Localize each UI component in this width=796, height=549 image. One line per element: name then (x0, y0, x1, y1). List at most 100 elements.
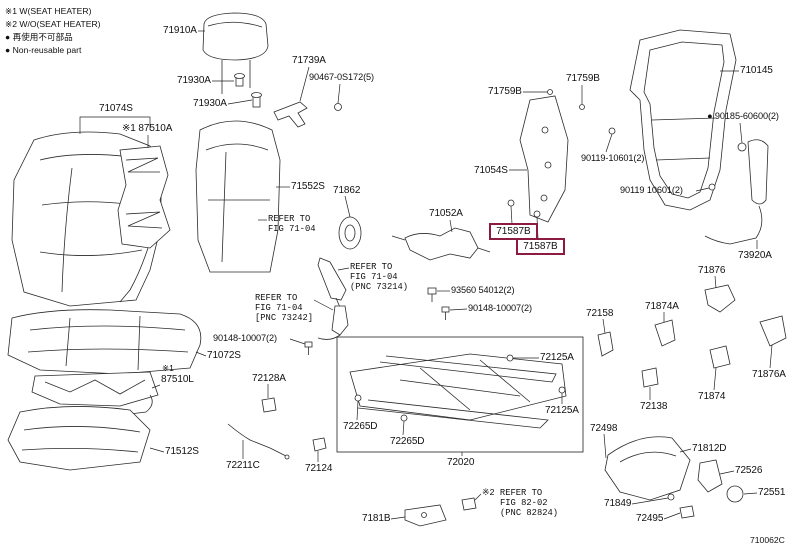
nonreusable-bullet-2: ● (5, 45, 11, 55)
leader-71862 (344, 195, 351, 218)
part-label-93560[interactable]: 93560 54012(2) (451, 285, 515, 295)
seat-back-heater-element (125, 157, 163, 229)
part-label-72211c[interactable]: 72211C (226, 460, 260, 471)
seat-cushion-heater-element (44, 379, 146, 395)
part-label-71052a[interactable]: 71052A (429, 208, 463, 219)
refer-note-pnc-82824-line-2: FIG 82-02 (500, 498, 548, 508)
part-label-72020[interactable]: 72020 (447, 457, 475, 468)
leader-72551 (743, 492, 758, 495)
leader-71587b-1 (510, 205, 513, 225)
part-label-72125a-1[interactable]: 72125A (540, 352, 574, 363)
nonreusable-bullet: ● (5, 32, 11, 42)
part-label-87510l[interactable]: 87510L (161, 374, 194, 385)
refer-note-pnc-82824-line-3: (PNC 82824) (500, 508, 559, 518)
part-label-73920a[interactable]: 73920A (738, 250, 772, 261)
part-label-71587b-2-highlighted[interactable]: 71587B (516, 238, 565, 255)
seat-back-pad-groove-top (205, 143, 269, 151)
part-label-90185[interactable]: ● 90185-60600(2) (707, 111, 779, 121)
part-label-71512s[interactable]: 71512S (165, 446, 199, 457)
bolt-71759b-2 (579, 104, 585, 110)
refer-note-pnc-73214: REFER TO FIG 71-04 (PNC 73214) (350, 262, 408, 292)
leader-71930a-2 (227, 99, 253, 105)
seat-cushion-pad (7, 406, 151, 471)
part-71876a-body (759, 315, 787, 347)
buckle-harness (317, 305, 349, 340)
part-label-71910a[interactable]: 71910A (163, 25, 197, 36)
part-label-71074s[interactable]: 71074S (99, 103, 133, 114)
seat-cushion-pad-groove-1 (23, 426, 141, 433)
bolt-90119-2 (708, 183, 716, 191)
seat-back-heater-body (117, 145, 171, 249)
leader-72498 (603, 433, 607, 459)
seat-track-frame (349, 353, 567, 421)
part-label-72495[interactable]: 72495 (636, 513, 664, 524)
part-label-90148-left[interactable]: 90148-10007(2) (213, 333, 277, 343)
seat-cushion-pad-groove-2 (21, 448, 139, 453)
part-label-72128a[interactable]: 72128A (252, 373, 286, 384)
leader-lines (79, 30, 773, 520)
part-label-90119-1[interactable]: 90119-10601(2) (581, 153, 645, 163)
part-label-71739a[interactable]: 71739A (292, 55, 326, 66)
legend-nonreusable-en: ● Non-reusable part (5, 45, 81, 55)
part-label-90148-right[interactable]: 90148-10007(2) (468, 303, 532, 313)
bolt-90119-2-head (708, 183, 716, 191)
part-label-72124[interactable]: 72124 (305, 463, 333, 474)
knob-72551-body (726, 485, 744, 503)
seat-back-cover-seam-low (39, 249, 143, 256)
seat-cushion-heater-wire (129, 394, 153, 415)
legend-nonreusable-jp: ● 再使用不可部品 (5, 32, 73, 42)
part-label-90119-2[interactable]: 90119 10601(2) (620, 185, 683, 195)
part-label-71587b-1-highlighted[interactable]: 71587B (489, 223, 538, 240)
part-72265d-2-body (400, 414, 408, 422)
part-label-72551[interactable]: 72551 (758, 487, 786, 498)
part-label-71552s[interactable]: 71552S (291, 181, 325, 192)
part-71874a (654, 319, 676, 347)
part-72265d-1-body (354, 394, 362, 402)
part-label-72158[interactable]: 72158 (586, 308, 614, 319)
belt-guide-73920a (704, 139, 769, 245)
part-label-71072s[interactable]: 71072S (207, 350, 241, 361)
seat-back-pad (195, 120, 281, 273)
bolt-71759b-1-head (547, 89, 553, 95)
part-label-72265d-2[interactable]: 72265D (390, 436, 425, 447)
part-label-7181b[interactable]: 7181B (362, 513, 391, 524)
part-label-71812d[interactable]: 71812D (692, 443, 727, 454)
bolt-90148-left (304, 341, 313, 355)
lumbar-support (519, 95, 569, 223)
clip-72495-body (679, 505, 695, 519)
leader-refer-82824 (474, 493, 482, 501)
part-label-71874[interactable]: 71874 (698, 391, 726, 402)
leader-90119-1 (605, 133, 613, 153)
part-label-90467[interactable]: 90467-0S172(5) (309, 72, 375, 82)
part-label-72498[interactable]: 72498 (590, 423, 618, 434)
refer-note-pnc-73214-line-2: FIG 71-04 (350, 272, 398, 282)
leader-90185 (739, 122, 743, 144)
clip-72495 (679, 505, 695, 519)
leader-71072s (195, 351, 207, 357)
part-label-71874a[interactable]: 71874A (645, 301, 679, 312)
part-label-71759b-1[interactable]: 71759B (488, 86, 522, 97)
part-label-71876a[interactable]: 71876A (752, 369, 786, 380)
part-71874-body (709, 345, 731, 369)
bracket-72128a (261, 397, 277, 413)
part-label-71849[interactable]: 71849 (604, 498, 632, 509)
part-label-72125a-2[interactable]: 72125A (545, 405, 579, 416)
legend-note-seat-heater: ※1 W(SEAT HEATER) (5, 6, 92, 16)
fastener-71587b-2 (533, 210, 541, 218)
refer-note-pnc-73214-line-3: (PNC 73214) (350, 282, 409, 292)
part-label-71862[interactable]: 71862 (333, 185, 361, 196)
part-label-72265d-1[interactable]: 72265D (343, 421, 378, 432)
part-label-72138[interactable]: 72138 (640, 401, 668, 412)
refer-note-pnc-73242: REFER TO FIG 71-04 [PNC 73242] (255, 293, 313, 323)
leader-7181b (390, 516, 406, 520)
part-label-72526[interactable]: 72526 (735, 465, 763, 476)
part-label-71876[interactable]: 71876 (698, 265, 726, 276)
part-label-71759b-2[interactable]: 71759B (566, 73, 600, 84)
seat-back-pad-outline (195, 120, 281, 273)
seat-cushion-cover-seam-2 (27, 348, 189, 353)
part-label-71054s[interactable]: 71054S (474, 165, 508, 176)
part-label-87510a[interactable]: ※1 87510A (122, 123, 173, 134)
part-label-710145[interactable]: 710145 (740, 65, 773, 76)
part-label-71930a-2[interactable]: 71930A (193, 98, 227, 109)
part-label-71930a-1[interactable]: 71930A (177, 75, 211, 86)
